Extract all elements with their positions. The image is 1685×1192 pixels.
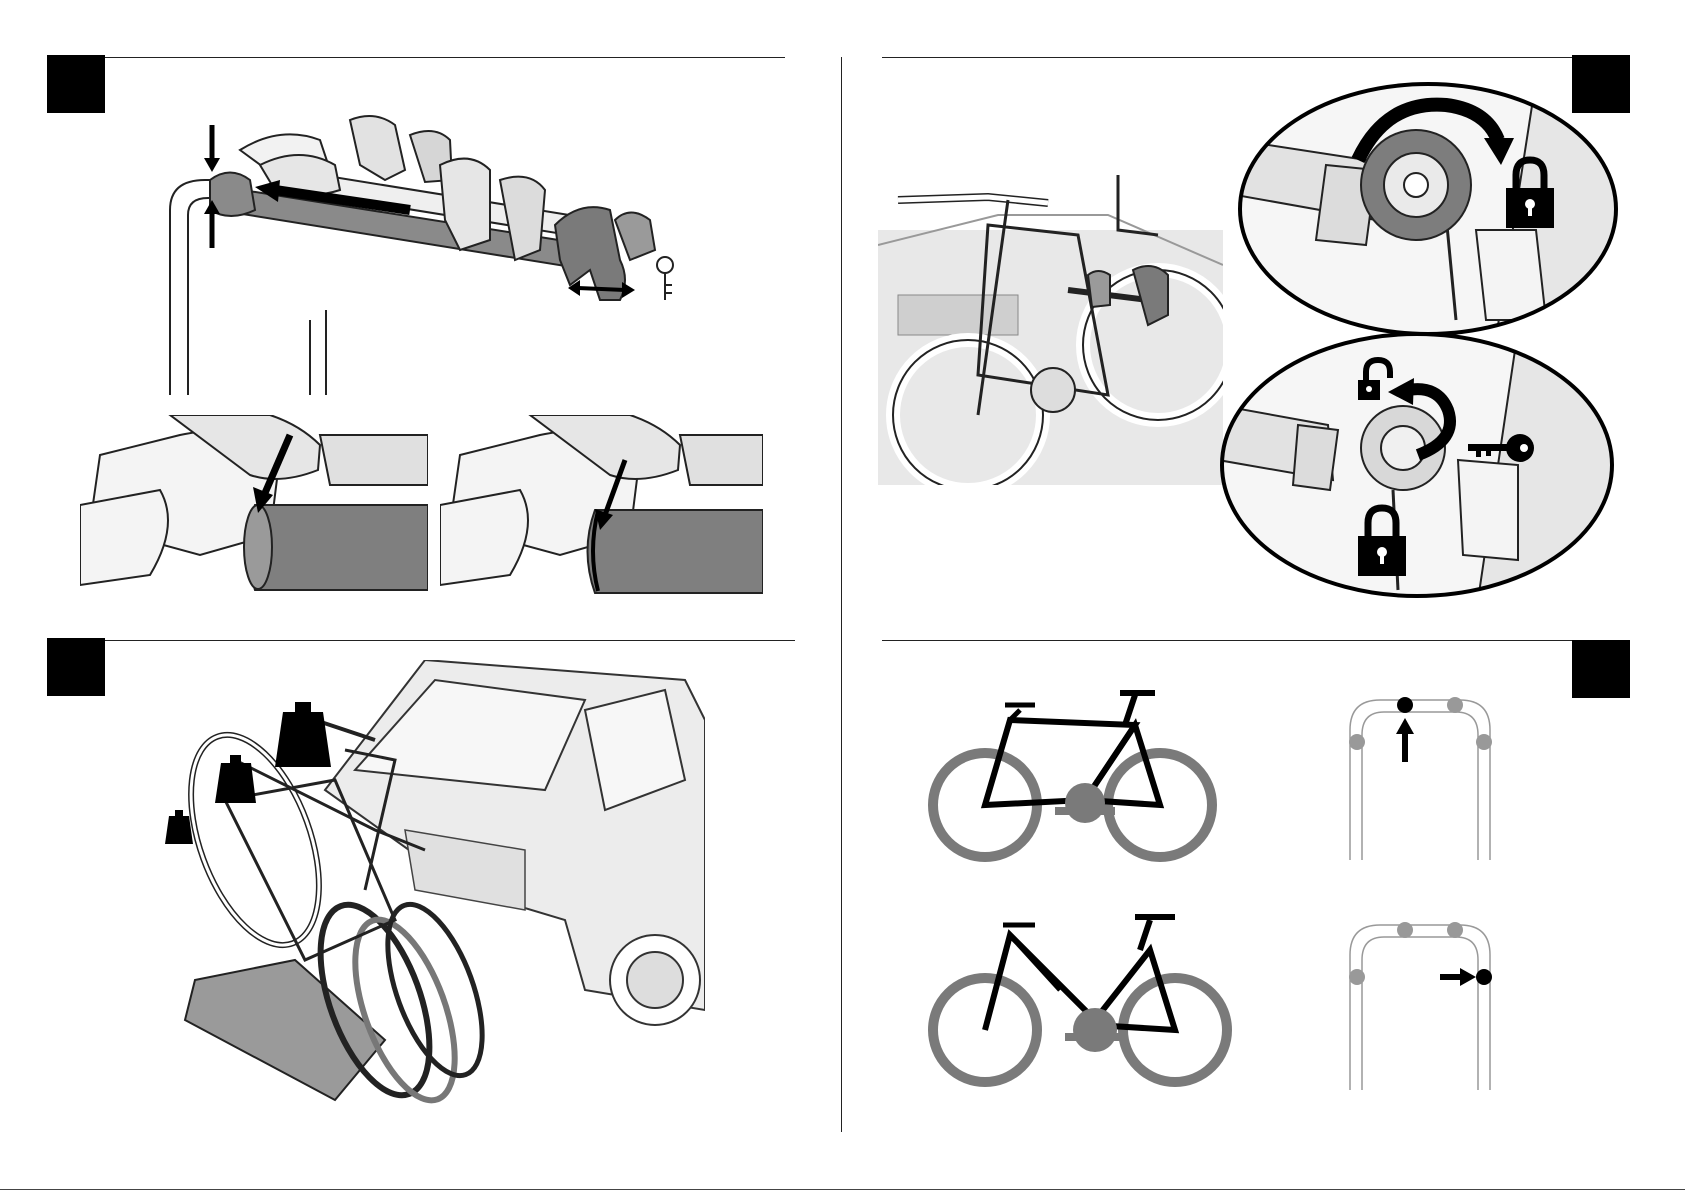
center-divider: [841, 57, 842, 1132]
lock-detail-oval: [1236, 80, 1621, 338]
bike-step-through-frame: [925, 905, 1240, 1105]
section-rule-top-right: [882, 57, 1630, 58]
section-rule-bottom-right: [882, 640, 1630, 641]
frame-holder-position-top: [1310, 690, 1530, 865]
arrow-icon: [1440, 968, 1476, 986]
weight-icon: [165, 810, 193, 844]
section-rule-bottom-left: [47, 640, 795, 641]
weight-icon: [215, 755, 256, 803]
step-number-box-top-left: [47, 55, 105, 113]
strap-detail-right: [440, 415, 763, 595]
unlock-detail-oval: [1218, 330, 1616, 600]
section-rule-top-left: [47, 57, 785, 58]
arrow-icon: [1396, 718, 1414, 762]
strap-detail-left: [80, 415, 428, 595]
step-number-box-bottom-left: [47, 638, 105, 696]
weight-icon: [275, 702, 331, 767]
step-number-box-bottom-right: [1572, 640, 1630, 698]
car-with-bikes-illustration: [165, 660, 705, 1120]
page-bottom-edge: [0, 1189, 1685, 1190]
bike-diamond-frame: [925, 685, 1225, 865]
bike-on-carrier-illustration: [878, 175, 1223, 485]
rack-closeup-illustration: [160, 110, 740, 395]
frame-holder-position-side: [1310, 915, 1530, 1095]
